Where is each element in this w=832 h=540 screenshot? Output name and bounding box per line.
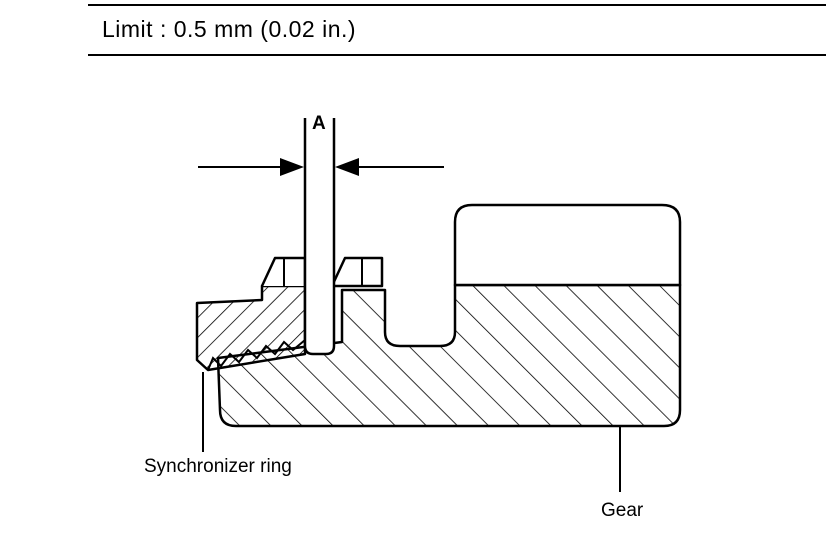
arrow-left-icon xyxy=(280,158,304,176)
gear-tooth xyxy=(453,203,682,287)
synchronizer-ring-label: Synchronizer ring xyxy=(144,456,292,477)
gear-shoulder xyxy=(330,256,384,288)
feeler-gauge xyxy=(303,118,336,356)
ring-teeth xyxy=(207,339,306,371)
dimension-label-a: A xyxy=(312,113,326,134)
gear-body xyxy=(216,283,682,428)
limit-text: Limit : 0.5 mm (0.02 in.) xyxy=(102,16,357,42)
limit-specification-bar: Limit : 0.5 mm (0.02 in.) xyxy=(88,4,826,56)
gear-label: Gear xyxy=(601,500,644,521)
arrow-right-icon xyxy=(335,158,359,176)
